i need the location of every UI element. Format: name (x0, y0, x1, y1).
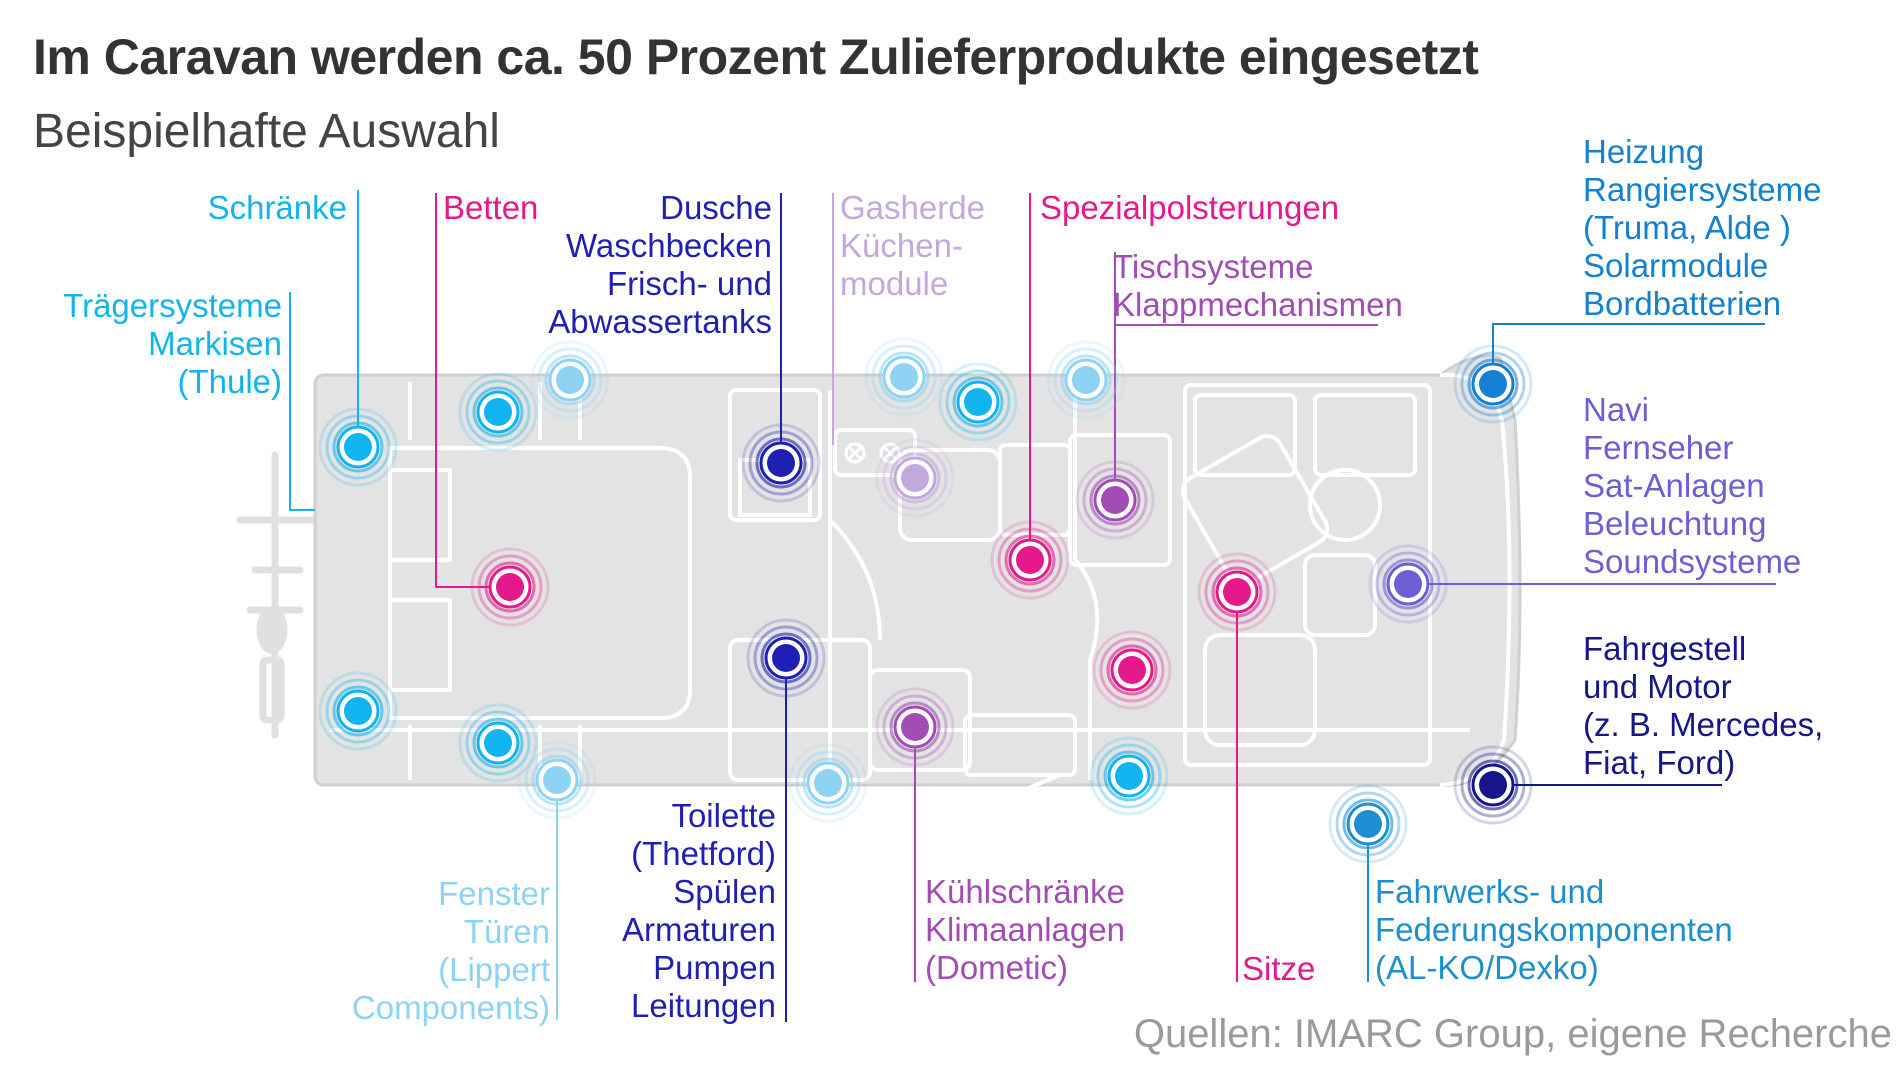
label-traeger-line: Markisen (148, 325, 282, 362)
marker-cyan-5 (938, 362, 1018, 442)
marker-kuehl (875, 687, 955, 767)
label-gasherde-line: module (840, 265, 949, 302)
label-fahrgestell-line: (z. B. Mercedes, (1583, 706, 1824, 743)
label-toilette-line: Leitungen (631, 987, 776, 1024)
leader-traeger (289, 292, 315, 511)
label-heizung-line: Rangiersysteme (1583, 171, 1822, 208)
bike-rack-icon (236, 451, 324, 739)
marker-fenster-4 (788, 743, 868, 823)
label-traeger-line: Trägersysteme (63, 287, 282, 324)
marker-navi (1368, 544, 1448, 624)
marker-fahrgestell (1453, 745, 1533, 825)
label-fahrgestell-line: Fahrgestell (1583, 630, 1747, 667)
marker-schraenke-1 (318, 407, 398, 487)
label-spezialpolster: Spezialpolsterungen (1040, 189, 1339, 227)
label-fahrwerk-line: (AL-KO/Dexko) (1375, 949, 1599, 986)
leader-heizung (1492, 323, 1765, 384)
label-navi-line: Fernseher (1583, 429, 1734, 466)
label-navi-line: Beleuchtung (1583, 505, 1767, 542)
label-sitze-line: Sitze (1242, 950, 1316, 987)
marker-fahrwerk (1328, 784, 1408, 864)
label-dusche-line: Waschbecken (565, 227, 772, 264)
label-toilette-line: Pumpen (653, 949, 776, 986)
label-betten: Betten (443, 189, 538, 227)
marker-toilette (746, 618, 826, 698)
label-schraenke: Schränke (208, 189, 347, 227)
marker-schraenke-4 (458, 703, 538, 783)
label-navi-line: Sat-Anlagen (1583, 467, 1765, 504)
marker-betten (470, 547, 550, 627)
marker-fenster-3 (864, 337, 944, 417)
label-fenster-line: Components) (351, 989, 550, 1026)
page-subtitle: Beispielhafte Auswahl (33, 105, 500, 158)
marker-spezial-2 (1092, 630, 1172, 710)
label-toilette-line: Toilette (671, 797, 776, 834)
marker-schraenke-2 (458, 372, 538, 452)
label-toilette-line: Spülen (673, 873, 776, 910)
label-schraenke-line: Schränke (207, 189, 347, 226)
label-gasherde-line: Gasherde (840, 189, 985, 226)
label-tischsysteme-line: Tischsysteme (1113, 248, 1314, 285)
label-fahrwerk-line: Fahrwerks- und (1375, 873, 1605, 910)
marker-schraenke-3 (318, 671, 398, 751)
label-betten-line: Betten (443, 189, 539, 226)
label-navi-line: Navi (1583, 391, 1650, 428)
page-title: Im Caravan werden ca. 50 Prozent Zuliefe… (33, 29, 1479, 85)
label-gasherde-line: Küchen- (840, 227, 963, 264)
label-fenster-line: Fenster (438, 875, 550, 912)
marker-spezial-1 (990, 520, 1070, 600)
label-toilette-line: (Thetford) (631, 835, 776, 872)
label-dusche-line: Frisch- und (606, 265, 772, 302)
label-navi-line: Soundsysteme (1583, 543, 1802, 580)
label-fenster-line: (Lippert (438, 951, 550, 988)
label-kuehl-line: Klimaanlagen (925, 911, 1125, 948)
label-fenster-line: Türen (463, 913, 550, 950)
label-fahrgestell-line: Fiat, Ford) (1583, 744, 1736, 781)
label-dusche-line: Dusche (660, 189, 772, 226)
marker-dusche (741, 423, 821, 503)
marker-sitze (1197, 552, 1277, 632)
marker-fenster-1 (530, 340, 610, 420)
label-heizung-line: (Truma, Alde ) (1583, 209, 1791, 246)
label-traeger-line: (Thule) (177, 363, 282, 400)
label-spezialpolster-line: Spezialpolsterungen (1040, 189, 1340, 226)
label-dusche-line: Abwassertanks (548, 303, 772, 340)
label-fahrwerk-line: Federungskomponenten (1375, 911, 1733, 948)
marker-fenster-2 (517, 740, 597, 820)
label-heizung-line: Heizung (1583, 133, 1705, 170)
label-kuehl-line: Kühlschränke (925, 873, 1125, 910)
caravan-body (313, 354, 1522, 812)
stove-icon (844, 442, 901, 464)
marker-heizung (1453, 344, 1533, 424)
label-heizung-line: Solarmodule (1583, 247, 1769, 284)
marker-gasherde (875, 438, 955, 518)
marker-fenster-5 (1046, 340, 1126, 420)
label-heizung-line: Bordbatterien (1583, 285, 1782, 322)
marker-tisch (1075, 460, 1155, 540)
source-note: Quellen: IMARC Group, eigene Recherche (1133, 1012, 1892, 1056)
label-kuehl-line: (Dometic) (925, 949, 1069, 986)
marker-cyan-6 (1089, 736, 1169, 816)
label-sitze: Sitze (1242, 950, 1315, 988)
label-fahrgestell-line: und Motor (1583, 668, 1732, 705)
label-tischsysteme-line: Klappmechanismen (1113, 286, 1403, 323)
label-toilette-line: Armaturen (621, 911, 776, 948)
